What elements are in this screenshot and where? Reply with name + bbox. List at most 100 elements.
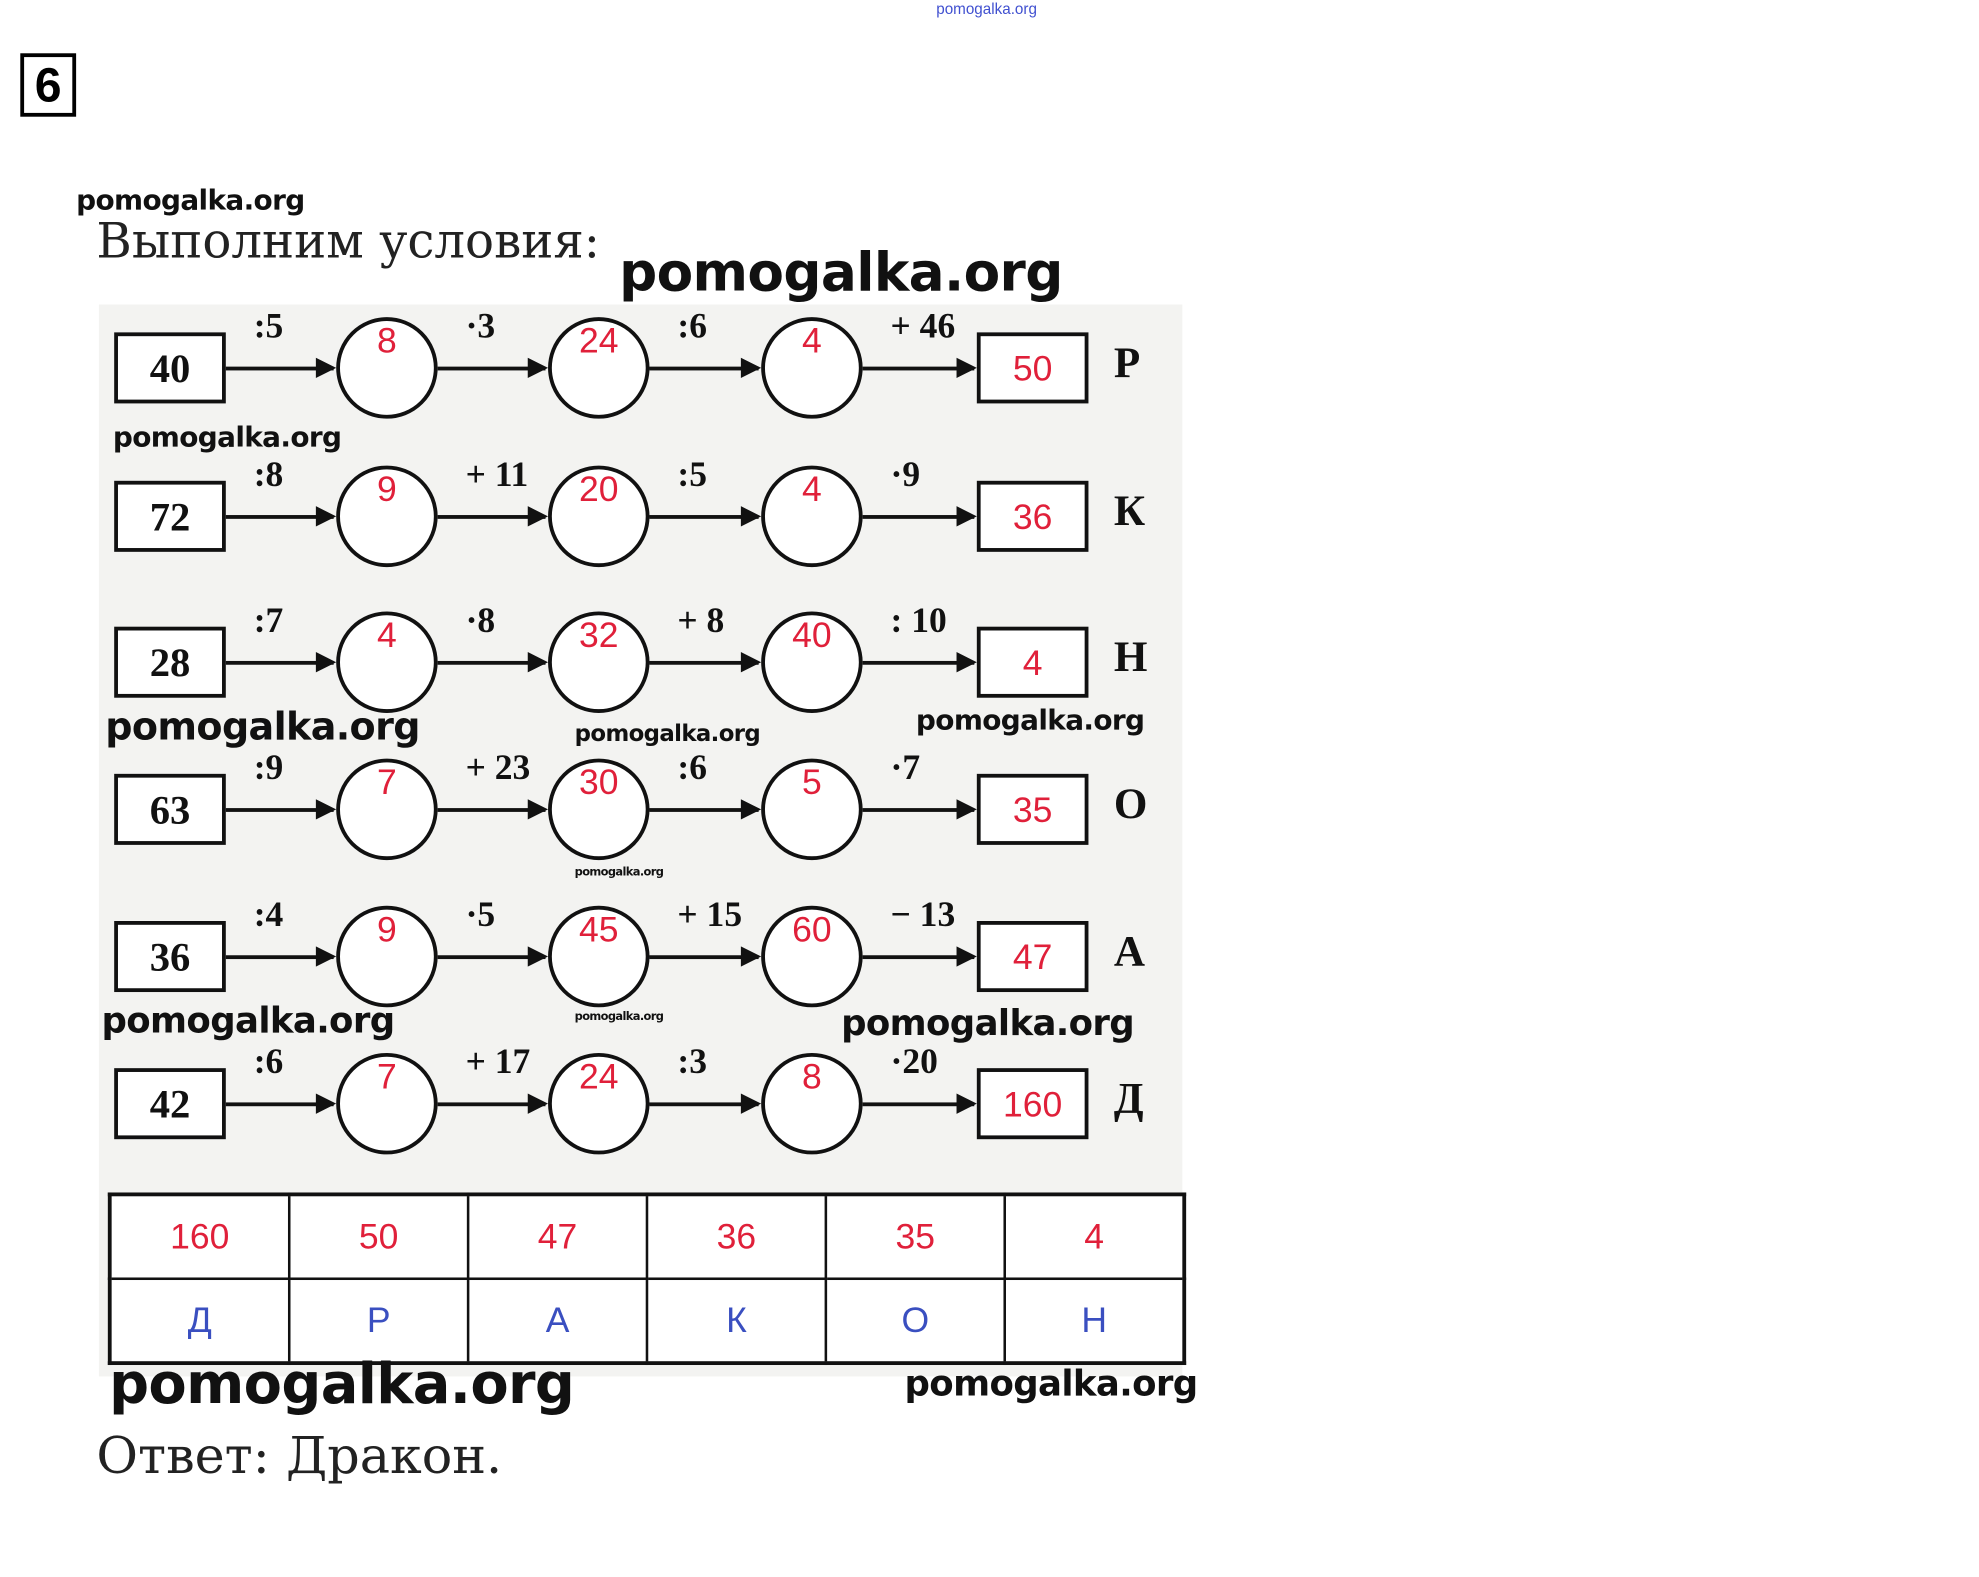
result-letter: К xyxy=(1113,488,1146,536)
operation-label: ·9 xyxy=(890,455,921,495)
intermediate-value-circle: 8 xyxy=(336,317,438,419)
arrow-icon xyxy=(649,506,762,527)
intermediate-value-circle: 45 xyxy=(548,905,650,1008)
operation-label: ·5 xyxy=(465,895,496,935)
watermark: pomogalka.org xyxy=(109,1352,575,1418)
table-cell-letter: А xyxy=(466,1277,649,1365)
arrow-icon xyxy=(437,506,549,527)
table-cell-number: 50 xyxy=(287,1193,470,1281)
start-number-box: 36 xyxy=(114,921,226,993)
start-number-box: 28 xyxy=(114,626,226,698)
arrow-icon xyxy=(225,652,337,673)
intermediate-value-circle: 5 xyxy=(761,758,863,861)
table-cell-letter: Н xyxy=(1003,1277,1186,1365)
intermediate-value-circle: 60 xyxy=(761,905,863,1008)
intermediate-value-circle: 8 xyxy=(761,1052,863,1155)
operation-label: :8 xyxy=(253,455,284,495)
intermediate-value-circle: 30 xyxy=(548,758,650,861)
intermediate-value-circle: 7 xyxy=(336,1052,438,1155)
operation-label: :6 xyxy=(253,1042,284,1083)
table-cell-letter: О xyxy=(824,1277,1006,1365)
watermark: pomogalka.org xyxy=(105,705,420,750)
task-number-box: 6 xyxy=(20,53,77,117)
intermediate-value-circle: 4 xyxy=(761,317,863,419)
operation-label: :9 xyxy=(253,748,284,788)
watermark: pomogalka.org xyxy=(841,1002,1135,1045)
answer-text: Ответ: Дракон. xyxy=(96,1427,503,1486)
intermediate-value-circle: 4 xyxy=(761,465,863,568)
arrow-icon xyxy=(437,652,549,673)
arrow-icon xyxy=(437,799,549,820)
operation-label: − 13 xyxy=(890,895,956,935)
arrow-icon xyxy=(649,946,762,967)
result-box: 4 xyxy=(976,626,1089,698)
start-number-box: 40 xyxy=(114,332,226,404)
watermark: pomogalka.org xyxy=(915,705,1145,738)
operation-label: + 15 xyxy=(677,895,743,935)
table-cell-number: 47 xyxy=(466,1193,649,1281)
watermark: pomogalka.org xyxy=(76,185,305,217)
intermediate-value-circle: 4 xyxy=(336,611,438,713)
intermediate-value-circle: 24 xyxy=(548,317,650,419)
table-cell-number: 36 xyxy=(645,1193,828,1281)
operation-label: :7 xyxy=(253,601,284,641)
operation-label: + 11 xyxy=(465,455,529,495)
operation-label: :5 xyxy=(253,307,284,347)
result-box: 36 xyxy=(976,480,1089,552)
watermark: pomogalka.org xyxy=(936,0,1037,18)
watermark: pomogalka.org xyxy=(619,241,1063,304)
result-letter: Д xyxy=(1113,1075,1144,1123)
watermark: pomogalka.org xyxy=(574,866,664,880)
intermediate-value-circle: 32 xyxy=(548,611,650,713)
arrow-icon xyxy=(225,357,337,379)
intermediate-value-circle: 20 xyxy=(548,465,650,568)
operation-label: :6 xyxy=(677,307,708,347)
arrow-icon xyxy=(862,946,977,967)
result-box: 47 xyxy=(976,921,1089,993)
operation-label: + 46 xyxy=(890,307,956,347)
table-cell-number: 4 xyxy=(1003,1193,1186,1281)
arrow-icon xyxy=(862,1093,977,1114)
arrow-icon xyxy=(862,506,977,527)
arrow-icon xyxy=(649,1093,762,1114)
result-letter: Н xyxy=(1113,634,1148,682)
result-box: 35 xyxy=(976,773,1089,845)
watermark: pomogalka.org xyxy=(112,422,342,455)
arrow-icon xyxy=(225,799,337,820)
arrow-icon xyxy=(649,652,762,673)
arrow-icon xyxy=(862,357,977,379)
operation-label: :6 xyxy=(677,748,708,788)
arrow-icon xyxy=(225,506,337,527)
operation-label: : 10 xyxy=(890,601,947,641)
arrow-icon xyxy=(225,1093,337,1114)
arrow-icon xyxy=(862,799,977,820)
table-cell-letter: К xyxy=(645,1277,828,1365)
start-number-box: 63 xyxy=(114,773,226,845)
intermediate-value-circle: 9 xyxy=(336,465,438,568)
arrow-icon xyxy=(437,946,549,967)
start-number-box: 72 xyxy=(114,480,226,552)
operation-label: + 8 xyxy=(677,601,725,641)
heading: Выполним условия: xyxy=(96,213,601,269)
arrow-icon xyxy=(649,799,762,820)
operation-label: ·3 xyxy=(465,307,496,347)
operation-label: :4 xyxy=(253,895,284,935)
watermark: pomogalka.org xyxy=(574,720,761,748)
arrow-icon xyxy=(862,652,977,673)
result-letter: О xyxy=(1113,781,1148,829)
operation-label: + 23 xyxy=(465,748,531,788)
operation-label: :3 xyxy=(677,1042,708,1083)
operation-label: :5 xyxy=(677,455,708,495)
result-box: 160 xyxy=(976,1068,1089,1140)
table-cell-number: 35 xyxy=(824,1193,1006,1281)
arrow-icon xyxy=(225,946,337,967)
intermediate-value-circle: 9 xyxy=(336,905,438,1008)
operation-label: + 17 xyxy=(465,1042,531,1083)
result-letter: Р xyxy=(1113,339,1141,387)
arrow-icon xyxy=(437,1093,549,1114)
table-cell-number: 160 xyxy=(108,1193,291,1281)
